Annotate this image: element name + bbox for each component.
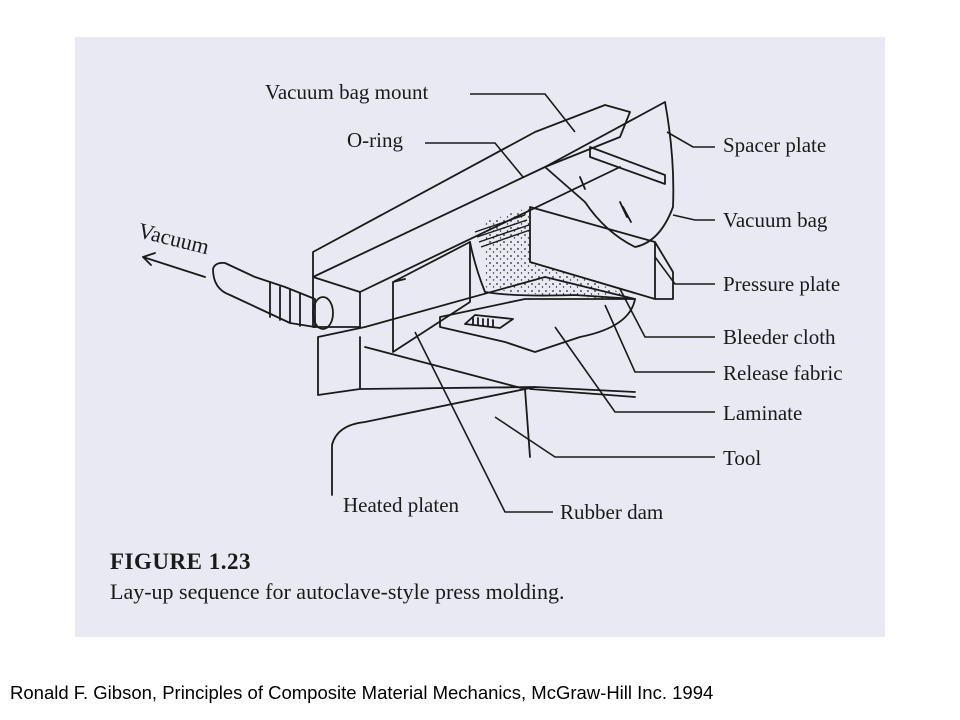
heated-platen-shape [331, 386, 636, 496]
figure-caption: Lay-up sequence for autoclave-style pres… [110, 579, 565, 604]
leader-laminate [554, 326, 715, 413]
vacuum-bag-shape [544, 101, 675, 248]
figure-number: FIGURE 1.23 [110, 549, 251, 574]
label-tool: Tool [723, 446, 761, 470]
rubber-dam-shape [392, 241, 471, 353]
label-release-fabric: Release fabric [723, 361, 843, 385]
spacer-plate-shape [589, 146, 666, 185]
vacuum-arrow [142, 252, 206, 278]
label-vacuum-bag-mount: Vacuum bag mount [265, 80, 428, 104]
leader-release-fabric [604, 304, 715, 373]
tool-block-shape [317, 276, 636, 458]
vacuum-hose-shape [212, 261, 316, 328]
leader-o-ring [425, 142, 524, 178]
leader-rubber-dam [414, 331, 553, 513]
leader-vacuum-bag-mount [470, 93, 576, 133]
leader-spacer-plate [666, 131, 715, 148]
leader-tool [494, 416, 715, 458]
label-laminate: Laminate [723, 401, 802, 425]
leader-vacuum-bag [672, 214, 715, 221]
scanned-figure: Vacuum Vacuum bag mount O-ring Spacer pl… [75, 37, 885, 637]
leader-bleeder-cloth [619, 288, 715, 338]
bleeder-stipple [485, 207, 635, 299]
laminate-shape [439, 298, 636, 353]
label-rubber-dam: Rubber dam [560, 500, 663, 524]
label-bleeder-cloth: Bleeder cloth [723, 325, 836, 349]
label-pressure-plate: Pressure plate [723, 272, 840, 296]
label-spacer-plate: Spacer plate [723, 133, 826, 157]
label-heated-platen: Heated platen [343, 493, 460, 517]
leader-pressure-plate [654, 256, 715, 285]
label-vacuum-bag: Vacuum bag [723, 208, 828, 232]
press-molding-diagram: Vacuum Vacuum bag mount O-ring Spacer pl… [110, 80, 843, 604]
source-credit: Ronald F. Gibson, Principles of Composit… [10, 682, 714, 703]
label-vacuum: Vacuum [136, 218, 212, 260]
label-o-ring: O-ring [347, 128, 403, 152]
